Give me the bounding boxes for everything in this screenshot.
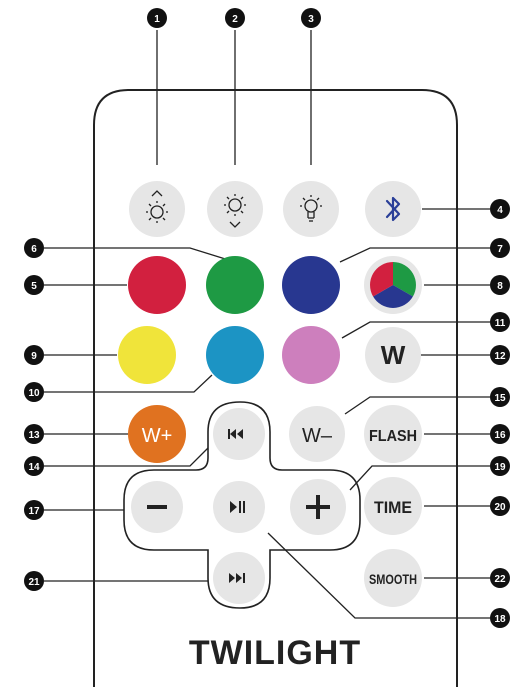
brightness-down-icon bbox=[224, 194, 246, 228]
time-button-label: TIME bbox=[374, 498, 412, 517]
callout-3: 3 bbox=[301, 8, 321, 28]
bluetooth-icon bbox=[385, 196, 401, 222]
rgb-wheel-icon bbox=[370, 262, 416, 308]
callout-label: 21 bbox=[28, 577, 40, 588]
callout-8: 8 bbox=[490, 275, 510, 295]
remote-body bbox=[93, 89, 458, 687]
callout-12: 12 bbox=[490, 345, 510, 365]
pink-button[interactable] bbox=[282, 326, 340, 384]
minus-icon bbox=[147, 505, 167, 509]
callout-label: 22 bbox=[494, 574, 506, 585]
leader-lines bbox=[44, 30, 493, 619]
callout-label: 11 bbox=[495, 318, 506, 329]
rgb-button[interactable] bbox=[364, 256, 422, 314]
previous-button[interactable] bbox=[213, 408, 265, 460]
flash-button-label: FLASH bbox=[369, 428, 417, 445]
bluetooth-button[interactable] bbox=[365, 181, 421, 237]
callout-20: 20 bbox=[490, 496, 510, 516]
smooth-button[interactable]: SMOOTH bbox=[364, 549, 422, 607]
callout-11: 11 bbox=[490, 312, 510, 332]
green-button[interactable] bbox=[206, 256, 264, 314]
previous-icon bbox=[228, 429, 243, 439]
w-minus-button[interactable]: W– bbox=[289, 406, 345, 462]
callout-label: 3 bbox=[308, 14, 314, 25]
play-pause-icon bbox=[230, 501, 245, 513]
w-plus-button[interactable]: W+ bbox=[128, 405, 186, 463]
time-button[interactable]: TIME bbox=[364, 477, 422, 535]
callout-10: 10 bbox=[24, 382, 44, 402]
w-plus-button-label: W+ bbox=[142, 425, 173, 447]
callout-19: 19 bbox=[490, 456, 510, 476]
next-icon bbox=[229, 573, 245, 583]
light-bulb-button[interactable] bbox=[283, 181, 339, 237]
flash-button[interactable]: FLASH bbox=[364, 405, 422, 463]
callout-22: 22 bbox=[490, 568, 510, 588]
callout-9: 9 bbox=[24, 345, 44, 365]
callout-label: 12 bbox=[494, 351, 506, 362]
callout-label: 16 bbox=[494, 430, 506, 441]
next-button[interactable] bbox=[213, 552, 265, 604]
callout-6: 6 bbox=[24, 238, 44, 258]
callout-18: 18 bbox=[490, 608, 510, 628]
yellow-button[interactable] bbox=[118, 326, 176, 384]
callout-label: 20 bbox=[494, 502, 506, 513]
callout-label: 2 bbox=[232, 14, 238, 25]
callout-13: 13 bbox=[24, 424, 44, 444]
callout-label: 13 bbox=[28, 430, 40, 441]
plus-icon bbox=[306, 495, 330, 519]
callout-label: 7 bbox=[497, 244, 503, 255]
callout-label: 9 bbox=[31, 351, 37, 362]
callout-label: 14 bbox=[28, 462, 40, 473]
minus-button[interactable] bbox=[131, 481, 183, 533]
play-pause-button[interactable] bbox=[213, 481, 265, 533]
callout-badges: 1 2 3 4 5 6 7 8 9 10 11 12 13 14 15 16 1… bbox=[24, 8, 510, 628]
callout-label: 4 bbox=[497, 205, 503, 216]
light-bulb-icon bbox=[300, 195, 322, 222]
brand-label: TWILIGHT bbox=[189, 634, 361, 672]
callout-label: 5 bbox=[31, 281, 37, 292]
brightness-up-button[interactable] bbox=[129, 181, 185, 237]
callout-label: 17 bbox=[28, 506, 40, 517]
red-button[interactable] bbox=[128, 256, 186, 314]
callout-label: 15 bbox=[494, 393, 506, 404]
callout-label: 18 bbox=[494, 614, 506, 625]
callout-label: 8 bbox=[497, 281, 503, 292]
navy-button[interactable] bbox=[282, 256, 340, 314]
callout-14: 14 bbox=[24, 456, 44, 476]
callout-1: 1 bbox=[147, 8, 167, 28]
callout-label: 1 bbox=[154, 14, 160, 25]
callout-21: 21 bbox=[24, 571, 44, 591]
dpad-outline bbox=[123, 401, 361, 609]
brightness-up-icon bbox=[146, 190, 168, 223]
w-minus-button-label: W– bbox=[302, 425, 333, 447]
callout-label: 10 bbox=[28, 388, 40, 399]
callout-15: 15 bbox=[490, 387, 510, 407]
callout-7: 7 bbox=[490, 238, 510, 258]
callout-label: 6 bbox=[31, 244, 37, 255]
plus-button[interactable] bbox=[290, 479, 346, 535]
callout-16: 16 bbox=[490, 424, 510, 444]
smooth-button-label: SMOOTH bbox=[369, 571, 417, 587]
callout-label: 19 bbox=[494, 462, 506, 473]
w-button-label: W bbox=[381, 340, 406, 370]
callout-5: 5 bbox=[24, 275, 44, 295]
callout-4: 4 bbox=[490, 199, 510, 219]
callout-2: 2 bbox=[225, 8, 245, 28]
w-button[interactable]: W bbox=[365, 327, 421, 383]
callout-17: 17 bbox=[24, 500, 44, 520]
cyan-button[interactable] bbox=[206, 326, 264, 384]
brightness-down-button[interactable] bbox=[207, 181, 263, 237]
